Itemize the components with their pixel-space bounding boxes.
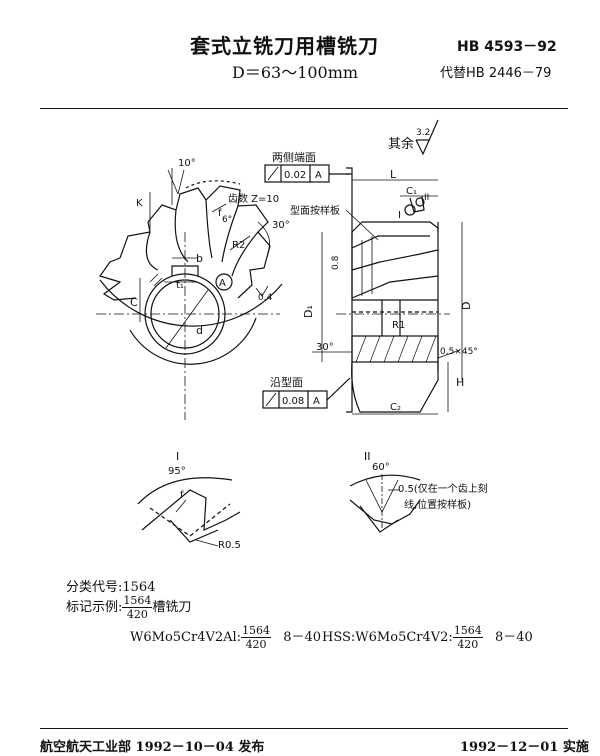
detail-ii-angle: 60° bbox=[372, 462, 390, 473]
teeth-count-label: 齿数 Z=10 bbox=[228, 192, 279, 205]
detail-ii-note-2: 线,位置按样板) bbox=[404, 498, 471, 511]
detail-i-radius: R0.5 bbox=[218, 540, 241, 551]
detail-ii-note-1: 0.5(仅在一个齿上刻 bbox=[398, 482, 488, 495]
dim-D-label: D bbox=[460, 302, 473, 310]
mat2-prefix: HSS:W6Mo5Cr4V2: bbox=[322, 630, 453, 645]
radius-r2-label: R2 bbox=[232, 240, 245, 251]
detail-ii-view bbox=[349, 474, 421, 533]
tol-prof-frame bbox=[262, 377, 351, 409]
dim-C2-label: C₂ bbox=[390, 402, 401, 413]
detail-i-f: f bbox=[180, 490, 184, 501]
cutter-section-view bbox=[336, 167, 450, 413]
tol-side-title: 两侧端面 bbox=[272, 151, 316, 164]
publish-info: 航空航天工业部 1992－10－04 发布 bbox=[40, 740, 265, 755]
mark-frac-num: 1564 bbox=[122, 594, 153, 608]
cutter-front-view bbox=[96, 180, 283, 420]
template-label: 型面按样板 bbox=[290, 204, 340, 217]
label-0-4: 0.4 bbox=[258, 293, 273, 303]
detail-ii-title: II bbox=[364, 450, 371, 463]
detail-i-view bbox=[137, 477, 241, 543]
dim-c-label: C bbox=[130, 296, 138, 309]
mark-example-prefix: 标记示例: bbox=[66, 600, 123, 615]
tol-prof-datum: A bbox=[313, 396, 320, 407]
footer-rule bbox=[40, 728, 568, 729]
dim-C1-label: C₁ bbox=[406, 186, 417, 197]
detail-i-ref: I bbox=[398, 210, 401, 221]
header-rule bbox=[40, 108, 568, 109]
dim-L-label: L bbox=[390, 168, 397, 181]
effective-date: 1992－12－01 实施 bbox=[460, 740, 589, 755]
detail-a-callout bbox=[215, 273, 233, 291]
cutter-drawing: 其余 3.2 10° K f 齿数 Z=10 bbox=[96, 119, 488, 551]
mat2-den: 420 bbox=[457, 638, 479, 651]
chamfer-label: 0.5×45° bbox=[440, 347, 478, 357]
tol-side-datum: A bbox=[315, 170, 322, 181]
dim-H-label: H bbox=[456, 376, 464, 389]
tol-prof-value: 0.08 bbox=[282, 396, 304, 407]
angle-10-label: 10° bbox=[178, 158, 196, 169]
mat1-num: 1564 bbox=[241, 624, 272, 638]
detail-ii-ref: II bbox=[424, 193, 429, 203]
tol-side-frame bbox=[264, 164, 350, 183]
angle-30-label: 30° bbox=[272, 220, 290, 231]
dim-t1-label: t₁ bbox=[176, 280, 184, 291]
detail-i-title: I bbox=[176, 450, 179, 463]
mat2-num: 1564 bbox=[452, 624, 483, 638]
dim-k-label: K bbox=[136, 198, 143, 209]
mark-example-suffix: 槽铣刀 bbox=[152, 600, 192, 615]
dim-D1-label: D₁ bbox=[302, 305, 315, 318]
class-code: 分类代号:1564 bbox=[66, 580, 156, 595]
mat1-suffix: 8－40 bbox=[283, 630, 322, 645]
page-title: 套式立铣刀用槽铣刀 bbox=[190, 34, 379, 58]
mat1-den: 420 bbox=[245, 638, 267, 651]
standard-number: HB 4593－92 bbox=[457, 39, 557, 55]
angle-6-label: 6° bbox=[222, 215, 232, 225]
tol-prof-title: 沿型面 bbox=[270, 375, 303, 389]
detail-a-letter: A bbox=[219, 278, 226, 289]
detail-i-angle: 95° bbox=[168, 466, 186, 477]
dim-b-label: b bbox=[196, 252, 203, 265]
mat1-prefix: W6Mo5Cr4V2Al: bbox=[130, 630, 242, 645]
label-0-8: 0.8 bbox=[331, 255, 341, 270]
roughness-other-value: 3.2 bbox=[416, 128, 430, 138]
mark-frac-den: 420 bbox=[126, 608, 148, 621]
page-subtitle: D＝63～100mm bbox=[232, 63, 359, 82]
roughness-symbol-icon bbox=[415, 119, 439, 156]
radius-r1-label: R1 bbox=[392, 320, 405, 331]
mat2-suffix: 8－40 bbox=[494, 630, 533, 645]
tol-side-value: 0.02 bbox=[284, 170, 306, 181]
angle-30-section: 30° bbox=[316, 342, 334, 353]
dim-d-label: d bbox=[196, 324, 203, 337]
roughness-other-label: 其余 bbox=[388, 136, 414, 152]
dim-f-label: f bbox=[218, 208, 222, 219]
replaces-standard: 代替HB 2446－79 bbox=[440, 66, 552, 81]
